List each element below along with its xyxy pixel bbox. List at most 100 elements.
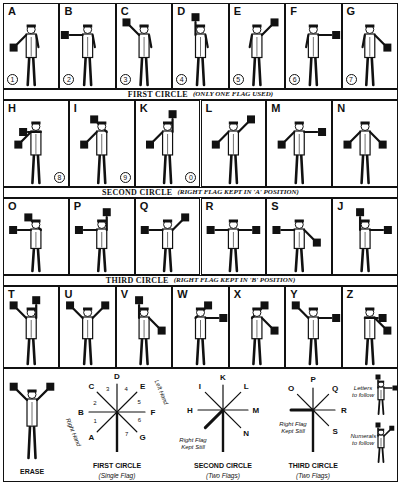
numeral-circle: 8 — [54, 172, 65, 183]
cap — [309, 25, 318, 28]
torso — [365, 34, 375, 58]
signal-letter: T — [8, 288, 15, 300]
leg — [372, 339, 374, 364]
band-note: (ONLY ONE FLAG USED) — [193, 90, 273, 99]
signal-letter: R — [206, 200, 214, 212]
flag — [376, 423, 381, 428]
leg — [33, 58, 35, 86]
torso — [308, 34, 318, 58]
signal-panel: G7 — [342, 3, 398, 89]
flag — [66, 301, 74, 309]
position-letter: L — [244, 382, 249, 391]
position-spoke — [223, 392, 241, 410]
signal-panel: A1 — [3, 3, 59, 89]
torso — [196, 317, 206, 339]
leg — [104, 248, 106, 271]
leg — [235, 155, 237, 183]
kept-flag-note: Right Flag Kept Still — [176, 437, 210, 451]
leg — [296, 248, 298, 271]
leg — [34, 426, 36, 458]
signal-letter: H — [8, 102, 16, 114]
head — [295, 123, 303, 131]
tunic-seam — [31, 320, 32, 338]
tunic-seam — [200, 37, 201, 57]
leg — [301, 155, 303, 183]
arm — [17, 35, 26, 44]
leg — [98, 248, 100, 271]
position-spoke — [223, 410, 241, 428]
hand-note: Right Hand — [64, 417, 82, 447]
signal-letter: K — [140, 102, 148, 114]
flag — [103, 208, 111, 216]
flag — [356, 208, 364, 216]
signal-panel: R — [201, 198, 267, 275]
cap — [252, 308, 261, 311]
leg — [84, 339, 86, 364]
head — [197, 309, 205, 317]
flag — [332, 314, 340, 322]
flag — [383, 44, 391, 52]
leg — [170, 248, 172, 271]
arm — [262, 318, 271, 327]
panel-caption: (Two Flags) — [296, 472, 330, 480]
torso — [378, 387, 384, 400]
leg — [366, 339, 368, 364]
flag — [14, 141, 22, 149]
cap — [31, 220, 40, 223]
flag — [24, 213, 32, 221]
signal-panel: S — [266, 198, 332, 275]
cap — [139, 308, 148, 311]
leg — [301, 248, 303, 271]
signal-panel: K0 — [135, 100, 201, 187]
position-letter: Q — [332, 384, 338, 393]
flag — [207, 226, 215, 234]
head — [28, 391, 36, 399]
flag — [10, 301, 18, 309]
flag — [389, 426, 394, 431]
tunic-seam — [313, 37, 314, 57]
arm — [37, 390, 47, 400]
panel-caption: ERASE — [20, 468, 44, 476]
position-spoke — [205, 392, 223, 410]
leg — [146, 58, 148, 86]
position-spoke — [97, 392, 117, 412]
position-numeral: 2 — [93, 400, 96, 407]
position-numeral: 6 — [138, 417, 141, 424]
numeral-circle: 5 — [233, 74, 244, 85]
arm — [370, 132, 379, 141]
head — [229, 221, 237, 229]
flag — [278, 141, 286, 149]
leg — [372, 58, 374, 86]
arm — [306, 35, 308, 47]
circle-band: FIRST CIRCLE(ONLY ONE FLAG USED) — [3, 89, 398, 100]
position-letter: B — [78, 408, 84, 417]
arm — [73, 309, 82, 318]
tunic-seam — [381, 390, 382, 399]
signal-panel: X — [229, 286, 285, 368]
position-spoke — [313, 410, 329, 426]
head — [366, 309, 374, 317]
arm — [215, 229, 228, 231]
torso — [83, 34, 93, 58]
torso — [308, 317, 318, 339]
position-letter: R — [341, 406, 347, 415]
numeral-circle: 2 — [63, 74, 74, 85]
numeral-circle: 3 — [120, 74, 131, 85]
position-numeral: 7 — [125, 431, 128, 438]
cap — [295, 220, 304, 223]
leg — [253, 58, 255, 86]
leg — [32, 248, 34, 271]
tunic-seam — [365, 134, 366, 154]
arm — [36, 35, 38, 47]
torso — [31, 229, 41, 248]
tunic-seam — [299, 134, 300, 154]
numeral-circle: 4 — [176, 74, 187, 85]
leg — [315, 339, 317, 364]
position-letter: D — [114, 372, 120, 381]
arm — [93, 35, 95, 47]
arm — [363, 35, 365, 47]
arm — [375, 35, 384, 44]
tunic-seam — [144, 320, 145, 338]
tunic-seam — [87, 320, 88, 338]
cap — [83, 25, 92, 28]
